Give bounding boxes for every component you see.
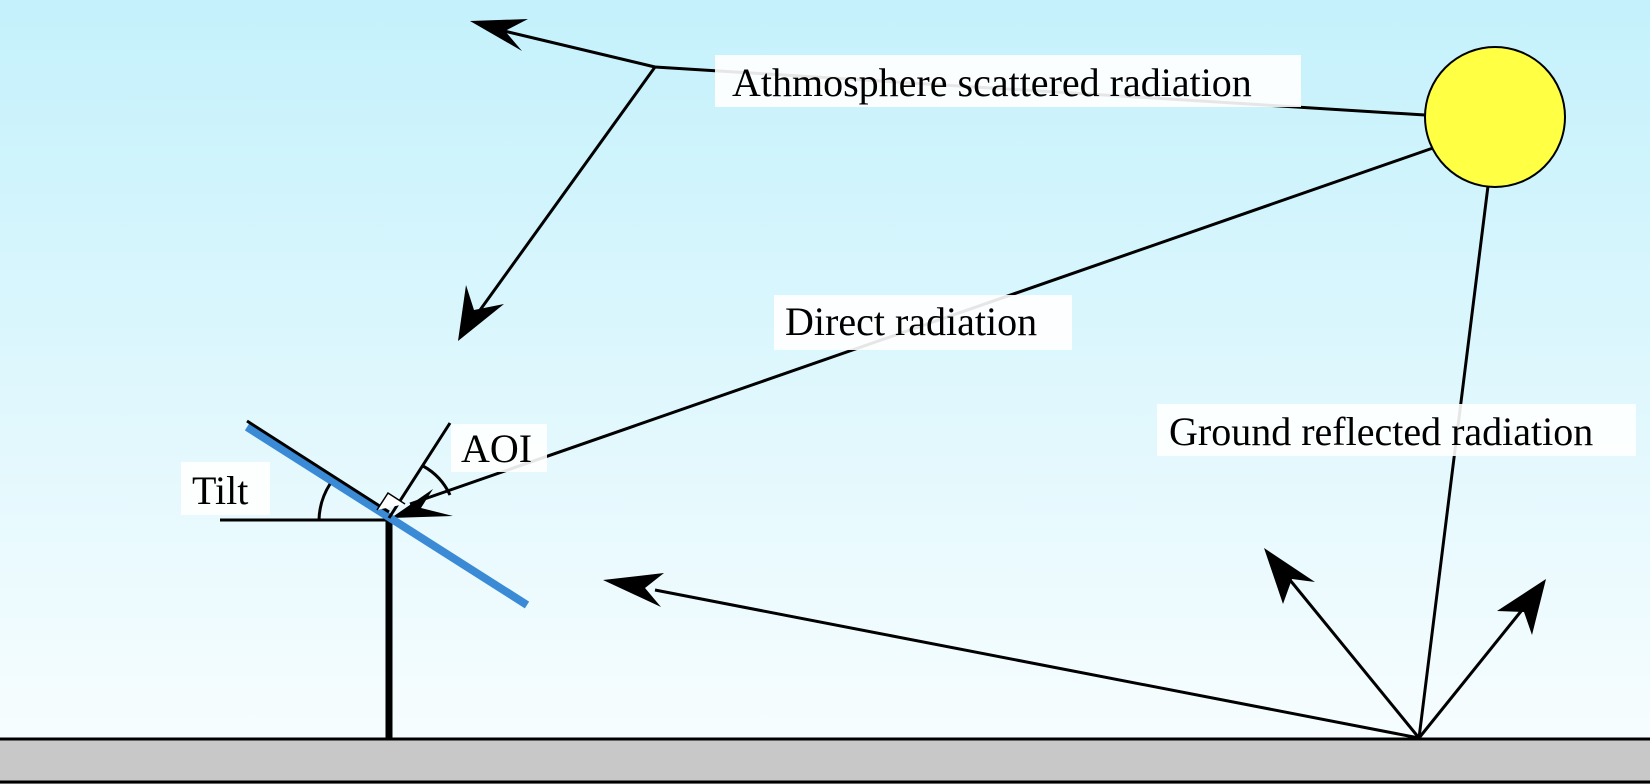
- tilt-label: Tilt: [192, 468, 248, 513]
- sky-background: [0, 0, 1650, 740]
- atmosphere-label-bg: [715, 55, 1301, 107]
- ground-reflected-radiation-arrows: [603, 185, 1546, 740]
- aoi-angle-arc: [422, 464, 452, 496]
- aoi-label: AOI: [461, 426, 532, 471]
- right-angle-marker: [376, 491, 406, 511]
- tilt-label-bg: [181, 462, 270, 515]
- direct-radiation-label: Direct radiation: [785, 299, 1037, 344]
- sun: [1424, 46, 1566, 188]
- direct-label-bg: [774, 295, 1072, 350]
- aoi-label-bg: [451, 424, 547, 472]
- solar-panel: [244, 419, 530, 609]
- atmosphere-scattered-label: Athmosphere scattered radiation: [732, 60, 1252, 105]
- tilt-angle-arc: [317, 483, 332, 521]
- ground: [0, 739, 1650, 784]
- ground-reflected-label: Ground reflected radiation: [1169, 409, 1593, 454]
- ground-label-bg: [1157, 404, 1636, 456]
